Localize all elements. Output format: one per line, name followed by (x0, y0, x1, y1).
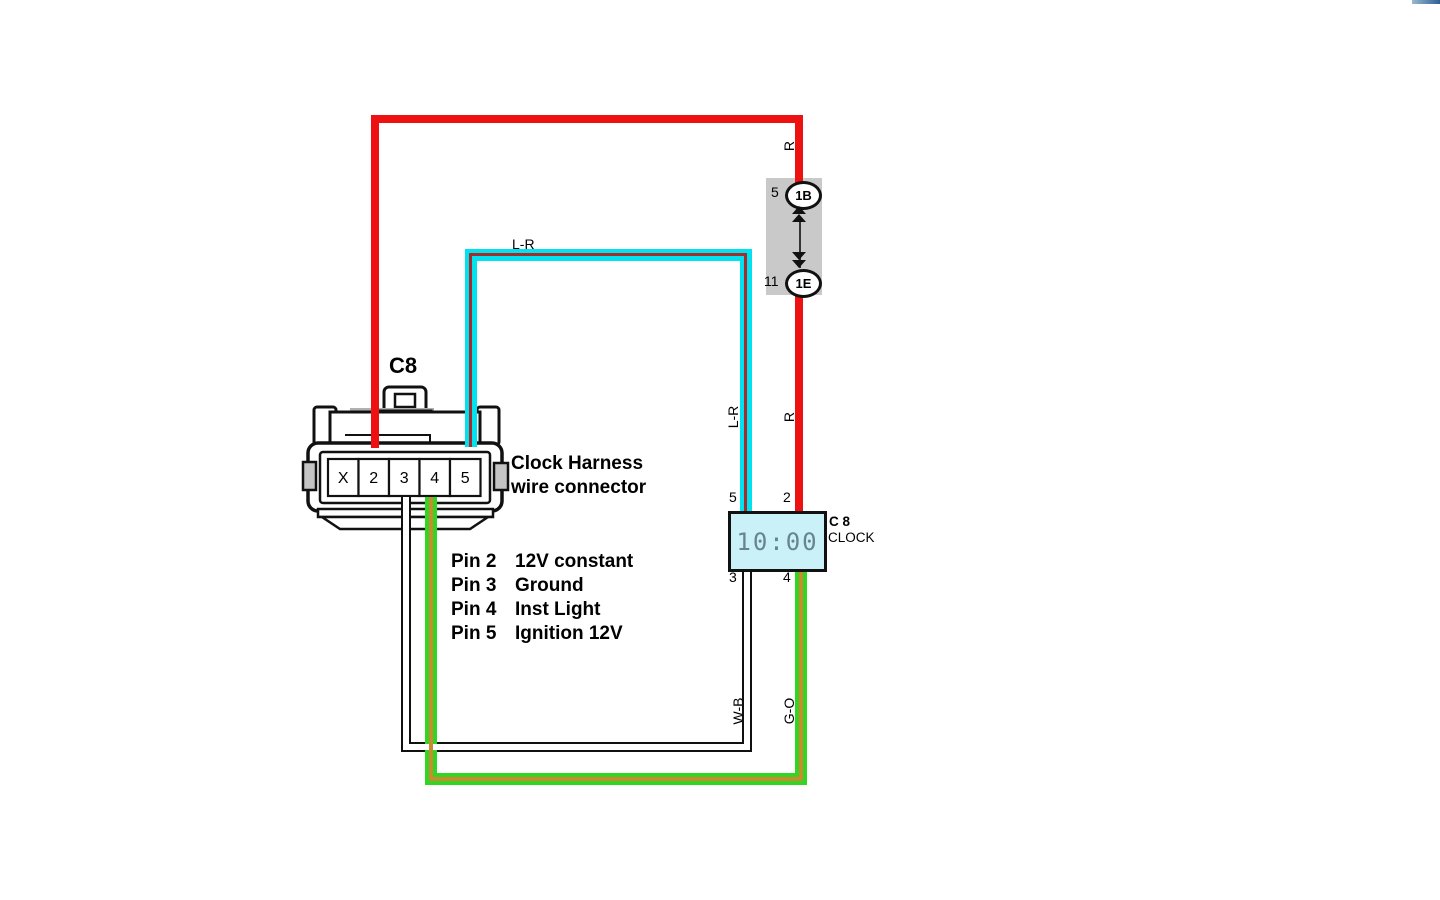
clock-display: 10:00 (736, 527, 819, 556)
clock-name-label: CLOCK (828, 530, 875, 545)
wire-label-lr-mid: L-R (725, 405, 741, 429)
wire-lr-stripe (469, 253, 747, 256)
arrow-up-icon (792, 206, 806, 214)
wire-red-vertical-left (371, 115, 379, 448)
wire-label-r-mid: R (781, 411, 797, 423)
pin-function: 12V constant (515, 551, 634, 572)
pin-number: Pin 4 (451, 599, 497, 620)
arrow-down-icon (792, 260, 806, 268)
junction-link-line (799, 218, 801, 268)
connector-right-tab (492, 461, 510, 492)
clock-pin-3: 3 (729, 569, 737, 585)
pin-number: Pin 3 (451, 575, 497, 596)
wire-lr-stripe (744, 253, 747, 512)
wire-red-to-clock (795, 292, 803, 514)
wire-red-into-junction (795, 115, 803, 185)
pin-cavity-3: 3 (400, 470, 409, 487)
connector-pin-row: X 2 3 4 5 (326, 457, 482, 498)
clock-pin-5: 5 (729, 489, 737, 505)
wire-go-stripe (429, 777, 803, 781)
wire-go-stripe (429, 497, 433, 781)
wire-wb-core (403, 497, 409, 750)
pin-cavity-5: 5 (461, 470, 470, 487)
pin-function: Ground (515, 575, 584, 596)
wire-wb-core (403, 744, 750, 750)
pin-number: Pin 2 (451, 551, 497, 572)
connector-left-tab (301, 460, 318, 492)
pin-cavity-x: X (338, 470, 349, 487)
connector-caption-line2: wire connector (511, 477, 647, 498)
pin-description-row: Pin 5 Ignition 12V (451, 622, 633, 646)
wire-label-lr-top: L-R (512, 236, 535, 252)
junction-bottom-pin-number: 11 (764, 273, 779, 289)
wire-label-go: G-O (781, 697, 797, 725)
arrow-up-icon (792, 214, 806, 222)
clock-ref-label: C 8 (829, 514, 851, 529)
pin-cavity-2: 2 (369, 470, 378, 487)
junction-top-pin-number: 5 (771, 184, 779, 200)
pin-function: Inst Light (515, 599, 601, 620)
wire-wb-core (744, 564, 750, 750)
arrow-down-icon (792, 252, 806, 260)
clock-pin-4: 4 (783, 569, 791, 585)
pin-number: Pin 5 (451, 623, 497, 644)
junction-connector-1b: 1B (785, 181, 822, 210)
wire-lr-stripe (469, 253, 472, 447)
clock-pin-2: 2 (783, 489, 791, 505)
pin-cavity-4: 4 (430, 470, 439, 487)
pin-description-row: Pin 3 Ground (451, 574, 633, 598)
pin-description-row: Pin 2 12V constant (451, 550, 633, 574)
clock-component: 10:00 (728, 511, 827, 572)
wire-go-stripe (799, 564, 803, 781)
wire-red-horizontal-top (371, 115, 803, 123)
connector-caption-line1: Clock Harness (511, 453, 644, 474)
junction-connector-1e: 1E (785, 269, 822, 298)
pin-description-row: Pin 4 Inst Light (451, 598, 633, 622)
connector-title: C8 (389, 353, 418, 378)
window-titlebar-fragment (1412, 0, 1440, 4)
pin-description-list: Pin 2 12V constant Pin 3 Ground Pin 4 Inst … (451, 550, 633, 646)
pin-function: Ignition 12V (515, 623, 623, 644)
